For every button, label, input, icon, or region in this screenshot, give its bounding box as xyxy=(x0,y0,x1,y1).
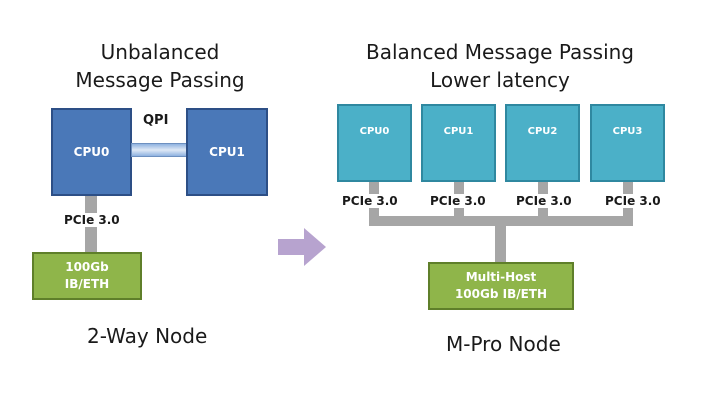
left-title-line2: Message Passing xyxy=(75,68,245,92)
right-cpu2-label: CPU2 xyxy=(527,125,558,137)
left-cpu0: CPU0 xyxy=(51,108,132,196)
left-title-line1: Unbalanced xyxy=(100,40,220,64)
right-pcie-label-3: PCIe 3.0 xyxy=(604,194,662,208)
transition-arrow-icon xyxy=(278,228,326,266)
left-cpu0-label: CPU0 xyxy=(73,145,110,159)
right-nic-line1: Multi-Host xyxy=(465,270,537,284)
left-cpu1: CPU1 xyxy=(186,108,268,196)
left-pcie-label: PCIe 3.0 xyxy=(63,213,121,227)
qpi-label: QPI xyxy=(143,113,169,128)
right-cpu0: CPU0 xyxy=(337,104,412,182)
left-nic: 100Gb IB/ETH xyxy=(32,252,142,300)
qpi-link xyxy=(131,143,188,157)
left-title: Unbalanced Message Passing xyxy=(60,38,260,94)
left-caption: 2-Way Node xyxy=(87,324,208,348)
right-pcie-label-1: PCIe 3.0 xyxy=(429,194,487,208)
right-pcie-label-0: PCIe 3.0 xyxy=(341,194,399,208)
right-cpu0-label: CPU0 xyxy=(359,125,390,137)
right-cpu1: CPU1 xyxy=(421,104,496,182)
right-nic: Multi-Host 100Gb IB/ETH xyxy=(428,262,574,310)
right-cpu2: CPU2 xyxy=(505,104,580,182)
left-nic-line1: 100Gb xyxy=(65,260,109,274)
left-nic-line2: IB/ETH xyxy=(64,277,110,291)
right-title-line2: Lower latency xyxy=(430,68,570,92)
right-cpu3: CPU3 xyxy=(590,104,665,182)
right-nic-line2: 100Gb IB/ETH xyxy=(454,287,548,301)
right-pcie-stem xyxy=(495,216,506,264)
left-cpu1-label: CPU1 xyxy=(209,145,245,159)
right-title: Balanced Message Passing Lower latency xyxy=(340,38,660,94)
right-cpu3-label: CPU3 xyxy=(612,125,643,137)
right-cpu1-label: CPU1 xyxy=(443,125,474,137)
right-pcie-label-2: PCIe 3.0 xyxy=(515,194,573,208)
right-caption: M-Pro Node xyxy=(446,332,561,356)
right-title-line1: Balanced Message Passing xyxy=(365,40,635,64)
